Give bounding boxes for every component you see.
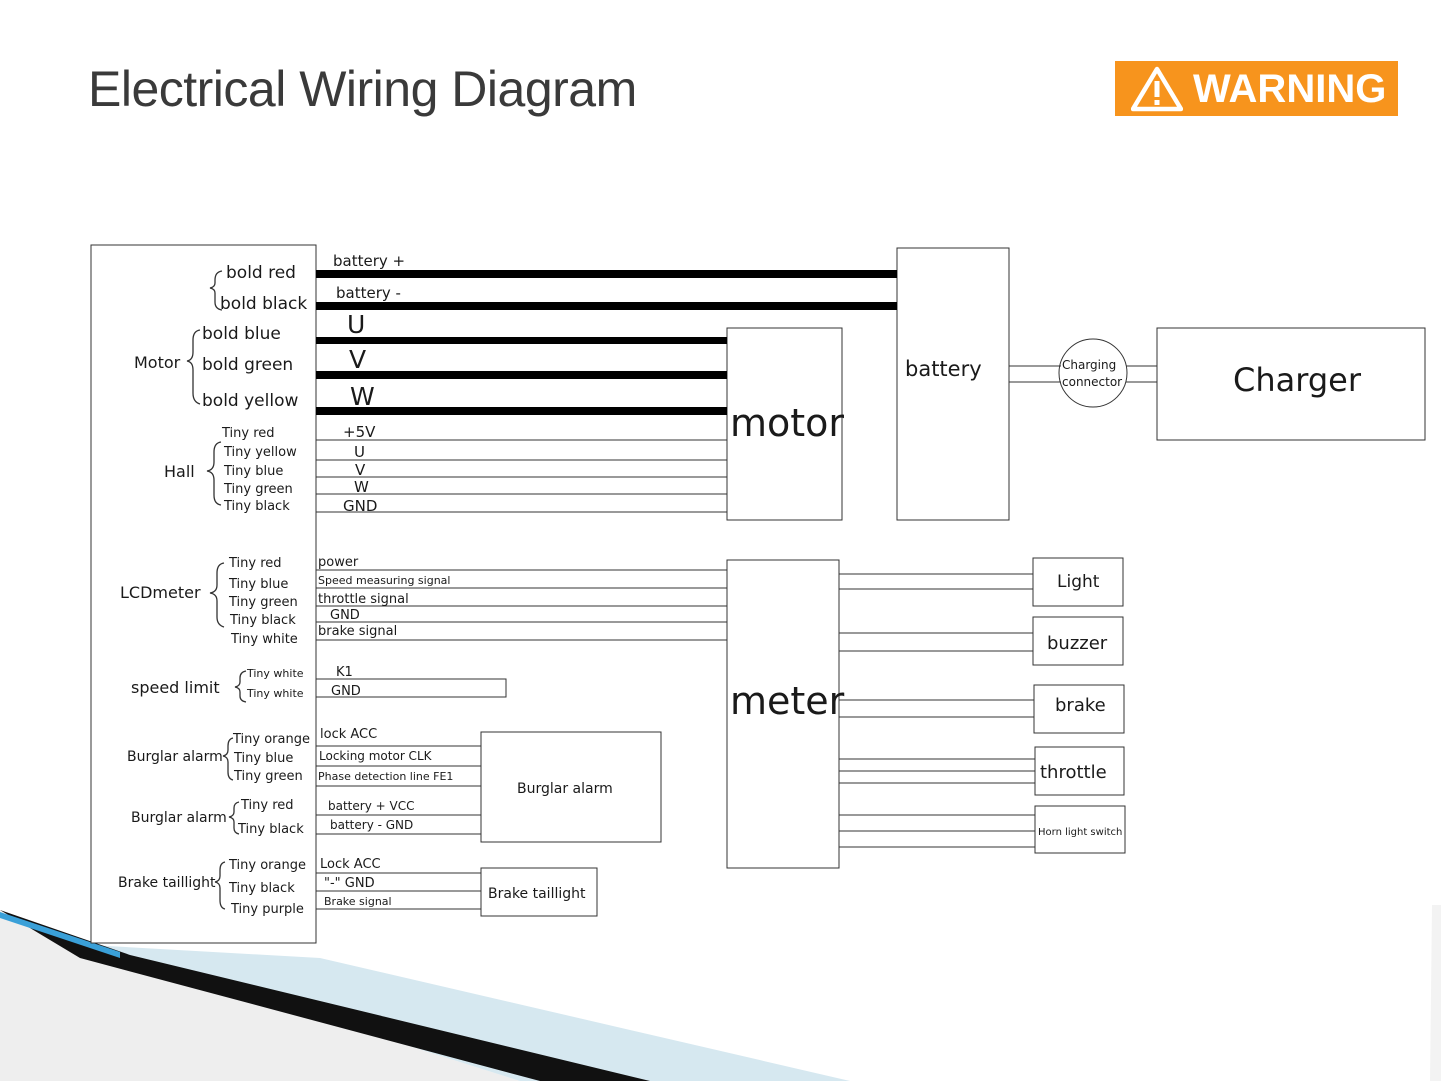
wire-label-batt-vcc: battery + VCC	[328, 799, 414, 813]
buzzer-box	[1032, 616, 1124, 666]
label-lcd-green: Tiny green	[228, 595, 298, 610]
component-buzzer: buzzer	[1047, 633, 1108, 654]
label-bt-black: Tiny black	[228, 881, 295, 896]
label-bold-blue: bold blue	[202, 324, 281, 344]
brake-taillight-wires	[316, 872, 481, 910]
label-sl-white-1: Tiny white	[246, 667, 304, 680]
wire-label-bt-lock-acc: Lock ACC	[320, 857, 381, 872]
label-bold-black: bold black	[220, 294, 307, 314]
label-bold-green: bold green	[202, 355, 293, 375]
bold-wires	[316, 270, 897, 415]
label-bt-purple: Tiny purple	[230, 902, 304, 917]
motor-box	[726, 327, 843, 521]
wire-label-bt-gnd: "-" GND	[324, 876, 375, 891]
charging-connector	[1058, 338, 1128, 408]
label-lcd-black: Tiny black	[229, 613, 296, 628]
component-meter: meter	[730, 679, 845, 723]
component-throttle: throttle	[1040, 762, 1107, 783]
component-brake: brake	[1055, 695, 1106, 716]
label-hall-green: Tiny green	[223, 482, 293, 497]
component-charging-connector-line1: Charging	[1062, 358, 1116, 372]
burglar-wires	[316, 745, 481, 835]
label-lcd-red: Tiny red	[228, 556, 282, 571]
label-brake-taillight-group: Brake taillight	[118, 875, 216, 891]
wire-label-battery-minus: battery -	[336, 284, 401, 302]
warning-triangle-icon	[1131, 66, 1183, 112]
label-hall-group: Hall	[164, 462, 195, 481]
wire-label-sl-gnd: GND	[331, 684, 361, 699]
hall-wires	[316, 439, 727, 513]
component-charging-connector-line2: connector	[1062, 375, 1122, 389]
decorative-footer	[0, 905, 1441, 1081]
component-charger: Charger	[1233, 361, 1362, 399]
label-burglar-group-2: Burglar alarm	[131, 810, 227, 826]
wire-label-brake-signal: brake signal	[318, 624, 397, 639]
warning-label: WARNING	[1193, 67, 1387, 111]
label-b1-orange: Tiny orange	[232, 732, 310, 747]
label-b2-black: Tiny black	[237, 822, 304, 837]
label-hall-blue: Tiny blue	[223, 464, 283, 479]
label-motor-group: Motor	[134, 353, 181, 372]
light-box	[1032, 557, 1124, 607]
throttle-box	[1034, 746, 1125, 796]
wire-label-locking-clk: Locking motor CLK	[319, 749, 433, 763]
wire-label-hall-w: W	[354, 478, 369, 496]
component-battery: battery	[905, 357, 982, 381]
wire-label-k1: K1	[336, 665, 353, 680]
component-light: Light	[1057, 572, 1100, 592]
burglar-alarm-box	[480, 731, 662, 843]
charger-box	[1156, 327, 1426, 441]
component-burglar-alarm: Burglar alarm	[517, 781, 613, 797]
meter-output-wires	[839, 573, 1035, 848]
warning-badge: WARNING	[1115, 61, 1398, 116]
page-title: Electrical Wiring Diagram	[88, 61, 637, 117]
label-lcd-group: LCDmeter	[120, 583, 201, 602]
label-sl-white-2: Tiny white	[246, 687, 304, 700]
wire-label-hall-v: V	[355, 461, 366, 479]
label-bold-red: bold red	[226, 263, 296, 283]
wire-label-hall-gnd: GND	[343, 497, 377, 515]
wire-label-power: power	[318, 555, 359, 570]
label-b2-red: Tiny red	[240, 798, 294, 813]
component-horn-light-switch: Horn light switch	[1038, 827, 1122, 838]
brake-box	[1033, 684, 1125, 734]
wire-label-bt-brake-signal: Brake signal	[324, 895, 392, 908]
label-b1-blue: Tiny blue	[233, 751, 293, 766]
wire-label-throttle-signal: throttle signal	[318, 592, 409, 607]
label-burglar-group-1: Burglar alarm	[127, 749, 223, 765]
wire-label-speed-signal: Speed measuring signal	[318, 574, 450, 587]
wire-label-batt-gnd: battery - GND	[330, 818, 413, 832]
wire-label-u: U	[347, 310, 365, 339]
wire-label-battery-plus: battery +	[333, 252, 405, 270]
label-lcd-white: Tiny white	[230, 632, 298, 647]
braces	[186, 270, 247, 910]
label-hall-yellow: Tiny yellow	[223, 445, 297, 460]
wire-label-hall-u: U	[354, 443, 365, 461]
label-bold-yellow: bold yellow	[202, 391, 298, 411]
wire-label-lock-acc: lock ACC	[320, 727, 377, 742]
harness-box	[90, 244, 317, 944]
wire-label-v: V	[349, 345, 366, 374]
speed-limit-loop	[315, 678, 507, 698]
wire-label-phase-fe1: Phase detection line FE1	[318, 770, 453, 783]
horn-light-switch-box	[1034, 805, 1126, 854]
label-bt-orange: Tiny orange	[228, 858, 306, 873]
meter-box	[726, 559, 840, 869]
brake-taillight-box	[480, 867, 598, 917]
component-motor: motor	[730, 401, 844, 445]
label-hall-black: Tiny black	[223, 499, 290, 514]
wire-label-lcd-gnd: GND	[330, 608, 360, 623]
wire-label-w: W	[350, 382, 375, 411]
battery-box	[896, 247, 1010, 521]
wire-label-hall-5v: +5V	[343, 423, 376, 441]
label-hall-red: Tiny red	[221, 426, 275, 441]
component-brake-taillight: Brake taillight	[488, 886, 586, 902]
label-b1-green: Tiny green	[233, 769, 303, 784]
label-lcd-blue: Tiny blue	[228, 577, 288, 592]
label-speed-limit-group: speed limit	[131, 678, 220, 697]
lcd-wires	[316, 569, 727, 641]
